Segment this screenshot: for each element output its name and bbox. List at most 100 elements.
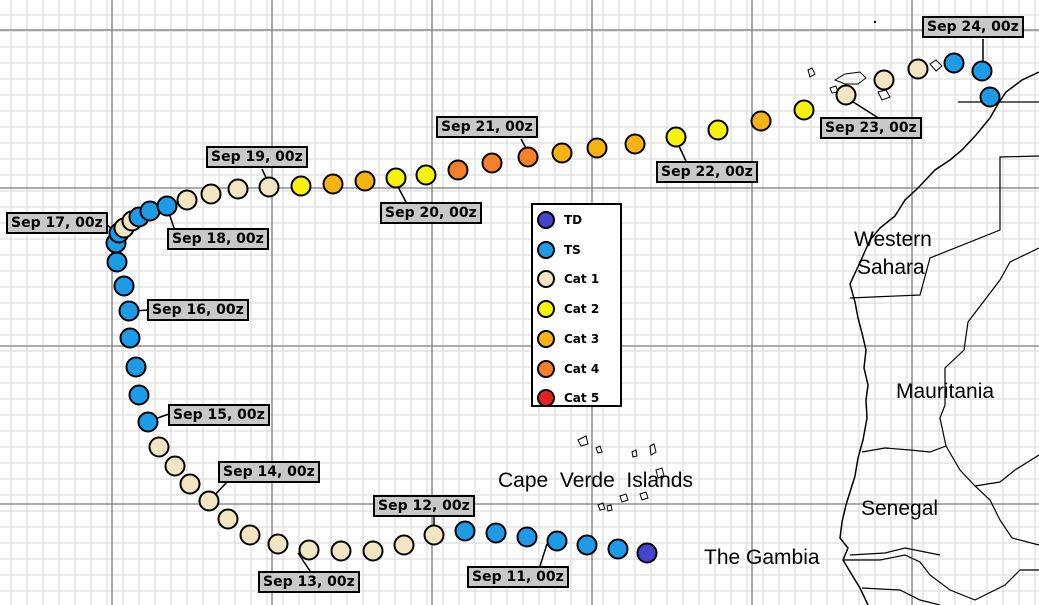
- date-label: Sep 18, 00z: [167, 228, 269, 250]
- legend-item: Cat 4: [537, 357, 599, 381]
- legend-item: Cat 3: [537, 327, 599, 351]
- track-point: [665, 126, 687, 148]
- track-point: [546, 530, 568, 552]
- legend-label: Cat 2: [564, 302, 600, 317]
- track-point: [393, 534, 415, 556]
- track-point: [835, 84, 857, 106]
- track-point: [516, 526, 538, 548]
- date-label: Sep 15, 00z: [168, 404, 270, 426]
- track-point: [485, 522, 507, 544]
- track-point: [137, 411, 159, 433]
- track-point: [624, 133, 646, 155]
- place-label-the-gambia: The Gambia: [704, 546, 820, 569]
- legend-label: TD: [564, 213, 583, 227]
- track-point: [707, 119, 729, 141]
- track-point: [125, 356, 147, 378]
- legend-item: Cat 2: [537, 297, 599, 321]
- track-point: [322, 173, 344, 195]
- track-point: [636, 542, 658, 564]
- legend-item: Cat 1: [537, 267, 599, 291]
- track-point: [227, 178, 249, 200]
- legend-swatch: [537, 389, 555, 408]
- legend-label: Cat 3: [564, 331, 600, 346]
- date-label: Sep 11, 00z: [467, 566, 569, 588]
- legend-swatch: [537, 359, 555, 378]
- track-point: [106, 251, 128, 273]
- label-leader-line: [297, 552, 311, 572]
- track-point: [164, 455, 186, 477]
- date-label: Sep 17, 00z: [6, 212, 108, 234]
- track-point: [362, 540, 384, 562]
- track-point: [290, 175, 312, 197]
- track-point: [118, 300, 140, 322]
- label-leader-line: [539, 543, 548, 567]
- track-point: [385, 167, 407, 189]
- legend-item: TS: [537, 238, 581, 262]
- track-point: [200, 183, 222, 205]
- legend-item: TD: [537, 208, 582, 232]
- track-point: [423, 524, 445, 546]
- track-point: [330, 540, 352, 562]
- date-label: Sep 24, 00z: [922, 16, 1024, 38]
- place-label-cape-verde: Cape Verde Islands: [498, 469, 693, 492]
- track-point: [156, 195, 178, 217]
- date-label: Sep 22, 00z: [656, 161, 758, 183]
- track-point: [873, 69, 895, 91]
- track-point: [517, 146, 539, 168]
- date-label: Sep 23, 00z: [820, 117, 922, 139]
- label-leader-line: [849, 99, 881, 120]
- track-point: [113, 275, 135, 297]
- legend-swatch: [537, 270, 555, 289]
- track-point: [176, 189, 198, 211]
- track-point: [907, 58, 929, 80]
- track-point: [267, 533, 289, 555]
- track-point: [258, 176, 280, 198]
- track-point: [239, 524, 261, 546]
- legend-swatch: [537, 240, 555, 259]
- track-point: [447, 159, 469, 181]
- track-point: [607, 538, 629, 560]
- track-point: [298, 539, 320, 561]
- track-point: [979, 86, 1001, 108]
- date-label: Sep 13, 00z: [258, 571, 360, 593]
- legend-label: Cat 5: [564, 391, 600, 406]
- track-point: [128, 384, 150, 406]
- place-label-western-sahara-1: Western: [854, 228, 932, 251]
- track-point: [119, 327, 141, 349]
- legend-label: Cat 4: [564, 361, 600, 376]
- place-label-western-sahara-2: Sahara: [857, 256, 925, 279]
- legend-swatch: [537, 211, 555, 229]
- track-point: [586, 137, 608, 159]
- date-label: Sep 16, 00z: [147, 299, 249, 321]
- track-point: [943, 52, 965, 74]
- place-label-senegal: Senegal: [861, 497, 939, 520]
- track-point: [354, 170, 376, 192]
- track-point: [415, 164, 437, 186]
- date-label: Sep 20, 00z: [380, 202, 482, 224]
- place-label-mauritania: Mauritania: [896, 380, 995, 403]
- date-label: Sep 12, 00z: [373, 495, 475, 517]
- track-point: [750, 110, 772, 132]
- legend-label: Cat 1: [564, 272, 600, 287]
- track-point: [551, 142, 573, 164]
- date-label: Sep 14, 00z: [218, 461, 320, 483]
- date-label: Sep 19, 00z: [206, 146, 308, 168]
- track-point: [179, 473, 201, 495]
- coastline: [577, 20, 1039, 605]
- legend-swatch: [537, 300, 555, 319]
- legend-item: Cat 5: [537, 386, 599, 410]
- storm-track: [105, 52, 1001, 564]
- track-point: [576, 534, 598, 556]
- legend: TD TS Cat 1 Cat 2 Cat 3 Cat 4 Cat 5: [531, 203, 622, 410]
- track-point: [148, 436, 170, 458]
- track-point: [481, 152, 503, 174]
- track-point: [454, 520, 476, 542]
- track-point: [793, 99, 815, 121]
- track-point: [198, 490, 220, 512]
- legend-swatch: [537, 329, 555, 348]
- track-point: [971, 60, 993, 82]
- date-label: Sep 21, 00z: [436, 116, 538, 138]
- track-point: [217, 508, 239, 530]
- legend-label: TS: [564, 242, 581, 257]
